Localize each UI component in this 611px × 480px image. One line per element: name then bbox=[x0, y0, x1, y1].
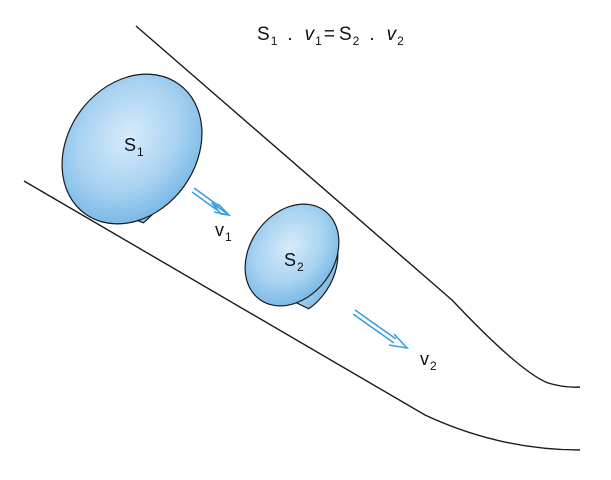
velocity-1-label: v1 bbox=[215, 220, 232, 244]
velocity-arrow-1 bbox=[191, 187, 232, 217]
cross-section-2: S2 bbox=[244, 203, 340, 310]
velocity-arrow-1-tip bbox=[213, 203, 232, 217]
cross-section-1-face bbox=[61, 73, 203, 225]
cross-section-1: S1 bbox=[61, 73, 203, 225]
pipe-upper-wall bbox=[135, 25, 581, 388]
velocity-2-label: v2 bbox=[420, 349, 437, 373]
cross-section-2-face bbox=[244, 203, 340, 307]
continuity-equation: S1.v1=S2.v2 bbox=[257, 24, 404, 48]
velocity-arrow-1-shaft bbox=[191, 187, 220, 211]
velocity-arrow-2 bbox=[352, 309, 410, 350]
velocity-arrow-2-tip bbox=[388, 333, 410, 350]
pipe-lower-wall bbox=[23, 180, 581, 451]
section-2-label: S2 bbox=[284, 250, 304, 274]
section-1-label: S1 bbox=[124, 135, 144, 159]
velocity-arrow-2-shaft bbox=[352, 309, 397, 344]
